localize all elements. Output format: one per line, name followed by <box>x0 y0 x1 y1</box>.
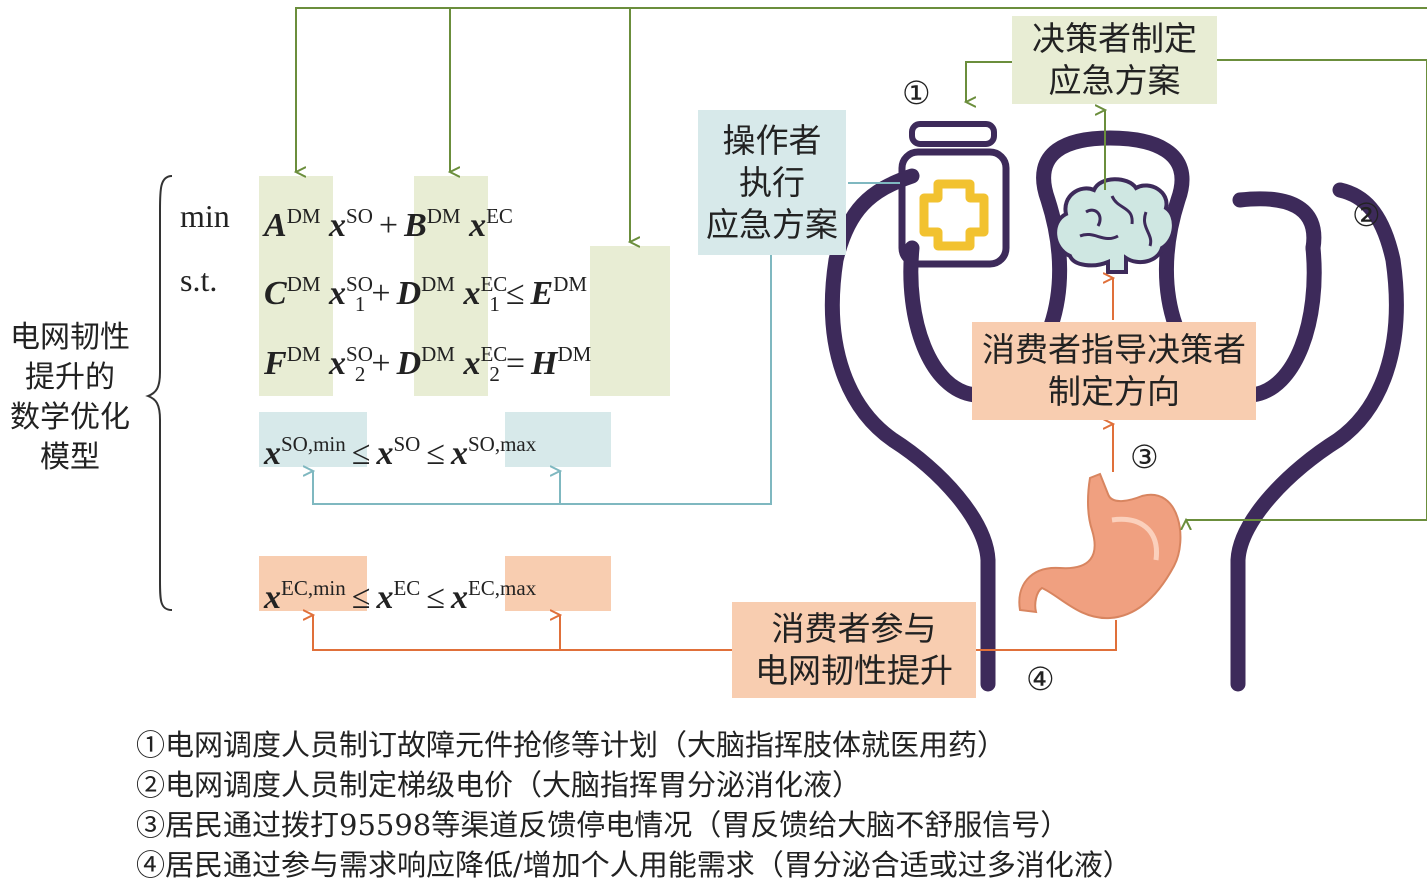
blue-connectors <box>313 182 900 505</box>
constraint-row-2: FDM xSO2+DDM xEC2=HDM <box>264 342 592 386</box>
stomach-icon <box>1018 472 1182 620</box>
body-outline-icon <box>824 130 1404 692</box>
brace-icon <box>145 175 173 611</box>
legend-line-4: ④居民通过参与需求响应降低/增加个人用能需求（胃分泌合适或过多消化液） <box>136 848 1132 882</box>
operator-box: 操作者 执行 应急方案 <box>698 110 846 255</box>
xec-max-highlight <box>505 556 611 611</box>
decision-maker-box: 决策者制定 应急方案 <box>1012 16 1217 104</box>
objective-row: ADM xSO+BDM xEC <box>264 204 513 244</box>
green-connectors <box>296 7 1427 520</box>
consumer-participate-box: 消费者参与 电网韧性提升 <box>732 602 976 698</box>
matrix-B-D-highlight <box>414 176 488 396</box>
legend-line-2: ②电网调度人员制定梯级电价（大脑指挥胃分泌消化液） <box>136 768 862 802</box>
xso-min-highlight <box>259 412 367 467</box>
so-bounds-row: xSO,min≤xSO≤xSO,max <box>264 432 537 472</box>
marker-2: ② <box>1352 196 1381 234</box>
consumer-guide-box: 消费者指导决策者 制定方向 <box>972 322 1256 420</box>
matrix-A-C-F-highlight <box>259 176 333 396</box>
constraint-row-1: CDM xSO1+DDM xEC1≤EDM <box>264 272 588 316</box>
xec-min-highlight <box>259 556 367 611</box>
ec-bounds-row: xEC,min≤xEC≤xEC,max <box>264 576 537 616</box>
min-keyword: min <box>180 198 230 234</box>
legend-line-3: ③居民通过拨打95598等渠道反馈停电情况（胃反馈给大脑不舒服信号） <box>136 808 1070 842</box>
marker-3: ③ <box>1130 438 1159 476</box>
marker-4: ④ <box>1026 660 1055 698</box>
brain-icon <box>1053 177 1176 274</box>
model-side-label: 电网韧性 提升的 数学优化 模型 <box>10 320 130 475</box>
marker-1: ① <box>902 74 931 112</box>
xso-max-highlight <box>505 412 611 467</box>
st-keyword: s.t. <box>180 262 218 298</box>
matrix-E-H-highlight <box>590 246 670 396</box>
medicine-jar-icon <box>898 121 1010 268</box>
orange-connectors <box>313 278 1117 651</box>
legend-line-1: ①电网调度人员制订故障元件抢修等计划（大脑指挥肢体就医用药） <box>136 728 1007 762</box>
